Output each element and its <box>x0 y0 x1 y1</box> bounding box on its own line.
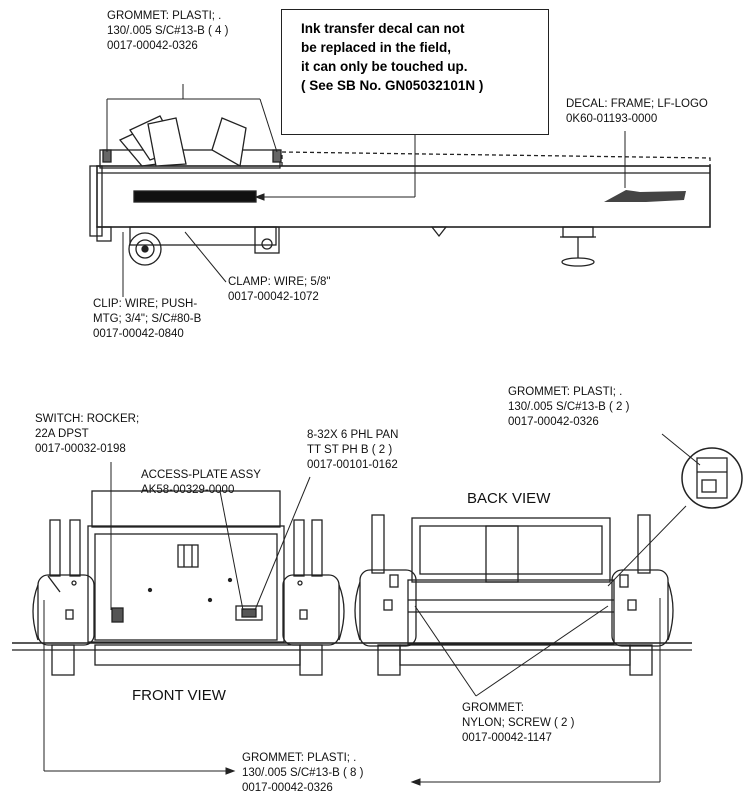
label-line: GROMMET: <box>462 702 524 714</box>
label-access-plate: ACCESS-PLATE ASSY AK58-00329-0000 <box>141 468 261 498</box>
label-line: 8-32X 6 PHL PAN <box>307 429 399 441</box>
label-line: SWITCH: ROCKER; <box>35 413 140 425</box>
label-clamp-wire: CLAMP: WIRE; 5/8" 0017-00042-1072 <box>228 275 331 305</box>
label-grommet-top: GROMMET: PLASTI; . 130/.005 S/C#13-B ( 4… <box>107 9 228 54</box>
label-line: 0017-00042-0326 <box>242 782 333 794</box>
front-view-drawing <box>12 490 345 676</box>
side-view-drawing <box>89 115 711 267</box>
label-line: GROMMET: PLASTI; . <box>107 10 222 22</box>
label-line: CLIP: WIRE; PUSH- <box>93 298 198 310</box>
label-line: NYLON; SCREW ( 2 ) <box>462 717 575 729</box>
label-line: 0017-00101-0162 <box>307 459 398 471</box>
label-line: CLAMP: WIRE; 5/8" <box>228 276 331 288</box>
label-clip-wire: CLIP: WIRE; PUSH- MTG; 3/4"; S/C#80-B 00… <box>93 297 201 342</box>
label-line: GROMMET: PLASTI; . <box>508 386 623 398</box>
label-line: AK58-00329-0000 <box>141 484 235 496</box>
note-line-2: be replaced in the field, <box>301 40 452 55</box>
label-grommet-bottom: GROMMET: PLASTI; . 130/.005 S/C#13-B ( 8… <box>242 751 363 796</box>
label-line: DECAL: FRAME; LF-LOGO <box>566 98 708 110</box>
decal-note-box: Ink transfer decal can not be replaced i… <box>281 9 549 135</box>
note-line-4: ( See SB No. GN05032101N ) <box>301 78 484 93</box>
note-line-1: Ink transfer decal can not <box>301 21 465 36</box>
label-line: 0017-00032-0198 <box>35 443 126 455</box>
label-line: 0017-00042-1147 <box>462 732 552 744</box>
label-line: 0017-00042-0840 <box>93 328 184 340</box>
label-line: MTG; 3/4"; S/C#80-B <box>93 313 202 325</box>
label-line: 130/.005 S/C#13-B ( 4 ) <box>107 25 229 37</box>
label-line: 0017-00042-1072 <box>228 291 319 303</box>
label-line: 0K60-01193-0000 <box>566 113 658 125</box>
note-line-3: it can only be touched up. <box>301 59 468 74</box>
label-line: TT ST PH B ( 2 ) <box>307 444 393 456</box>
label-line: ACCESS-PLATE ASSY <box>141 469 261 481</box>
label-decal-frame: DECAL: FRAME; LF-LOGO 0K60-01193-0000 <box>566 97 708 127</box>
label-line: 130/.005 S/C#13-B ( 2 ) <box>508 401 630 413</box>
label-line: 130/.005 S/C#13-B ( 8 ) <box>242 767 364 779</box>
back-view-caption: BACK VIEW <box>467 490 551 507</box>
label-line: 22A DPST <box>35 428 89 440</box>
label-screw: 8-32X 6 PHL PAN TT ST PH B ( 2 ) 0017-00… <box>307 428 398 473</box>
label-line: 0017-00042-0326 <box>508 416 599 428</box>
label-line: 0017-00042-0326 <box>107 40 198 52</box>
label-line: GROMMET: PLASTI; . <box>242 752 357 764</box>
label-switch-rocker: SWITCH: ROCKER; 22A DPST 0017-00032-0198 <box>35 412 139 457</box>
label-grommet-nylon: GROMMET: NYLON; SCREW ( 2 ) 0017-00042-1… <box>462 701 574 746</box>
front-view-caption: FRONT VIEW <box>132 687 226 704</box>
label-grommet-back: GROMMET: PLASTI; . 130/.005 S/C#13-B ( 2… <box>508 385 629 430</box>
leader-lines <box>43 84 701 786</box>
back-view-drawing <box>345 447 743 676</box>
